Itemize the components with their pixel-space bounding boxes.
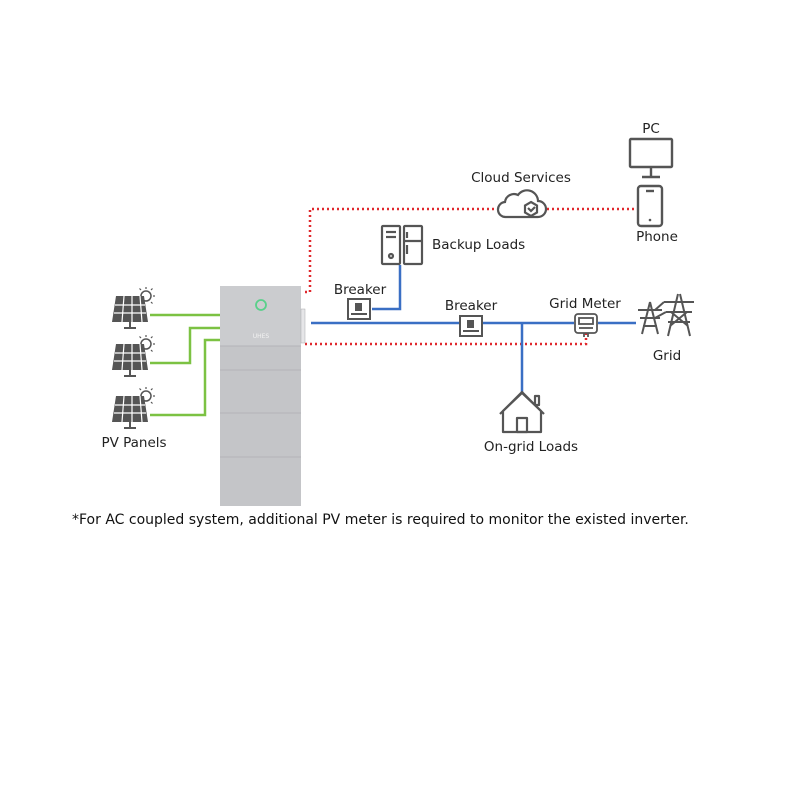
solar-panel-icon-1 — [112, 287, 155, 329]
communication-lines — [305, 207, 634, 346]
transmission-tower-icon — [638, 293, 694, 337]
pv-line-3 — [150, 338, 220, 417]
breaker-icon-backup — [347, 298, 371, 320]
pv-lines — [150, 313, 220, 417]
inverter-battery-unit: UHES — [220, 286, 306, 506]
phone-label: Phone — [636, 229, 678, 245]
pc-label: PC — [642, 121, 660, 137]
pv-line-2 — [150, 326, 220, 365]
phone-icon — [636, 184, 664, 228]
breaker-backup-label: Breaker — [333, 282, 387, 298]
backup-loads-label: Backup Loads — [432, 237, 526, 253]
house-icon — [499, 390, 545, 434]
breaker-icon-grid — [459, 315, 483, 337]
status-led — [255, 299, 267, 311]
grid-label: Grid — [652, 348, 682, 364]
cloud-icon — [496, 189, 548, 219]
solar-panel-icon-3 — [112, 387, 155, 429]
cloud-services-label: Cloud Services — [471, 170, 571, 186]
unit-brand-label: UHES — [253, 333, 270, 340]
ac-line-breaker-to-backup — [372, 265, 402, 311]
pv-panels-label: PV Panels — [101, 435, 167, 451]
solar-panel-icon-2 — [112, 335, 155, 377]
footnote: *For AC coupled system, additional PV me… — [72, 512, 689, 528]
grid-meter-icon — [574, 313, 598, 337]
comm-line-unit-to-meter — [305, 333, 588, 346]
pc-icon — [628, 137, 674, 179]
comm-line-unit-to-cloud — [305, 207, 497, 294]
on-grid-loads-label: On-grid Loads — [483, 439, 579, 455]
grid-meter-label: Grid Meter — [549, 296, 621, 312]
breaker-grid-label: Breaker — [444, 298, 498, 314]
backup-loads-icon — [380, 224, 424, 266]
ac-lines — [311, 265, 636, 392]
